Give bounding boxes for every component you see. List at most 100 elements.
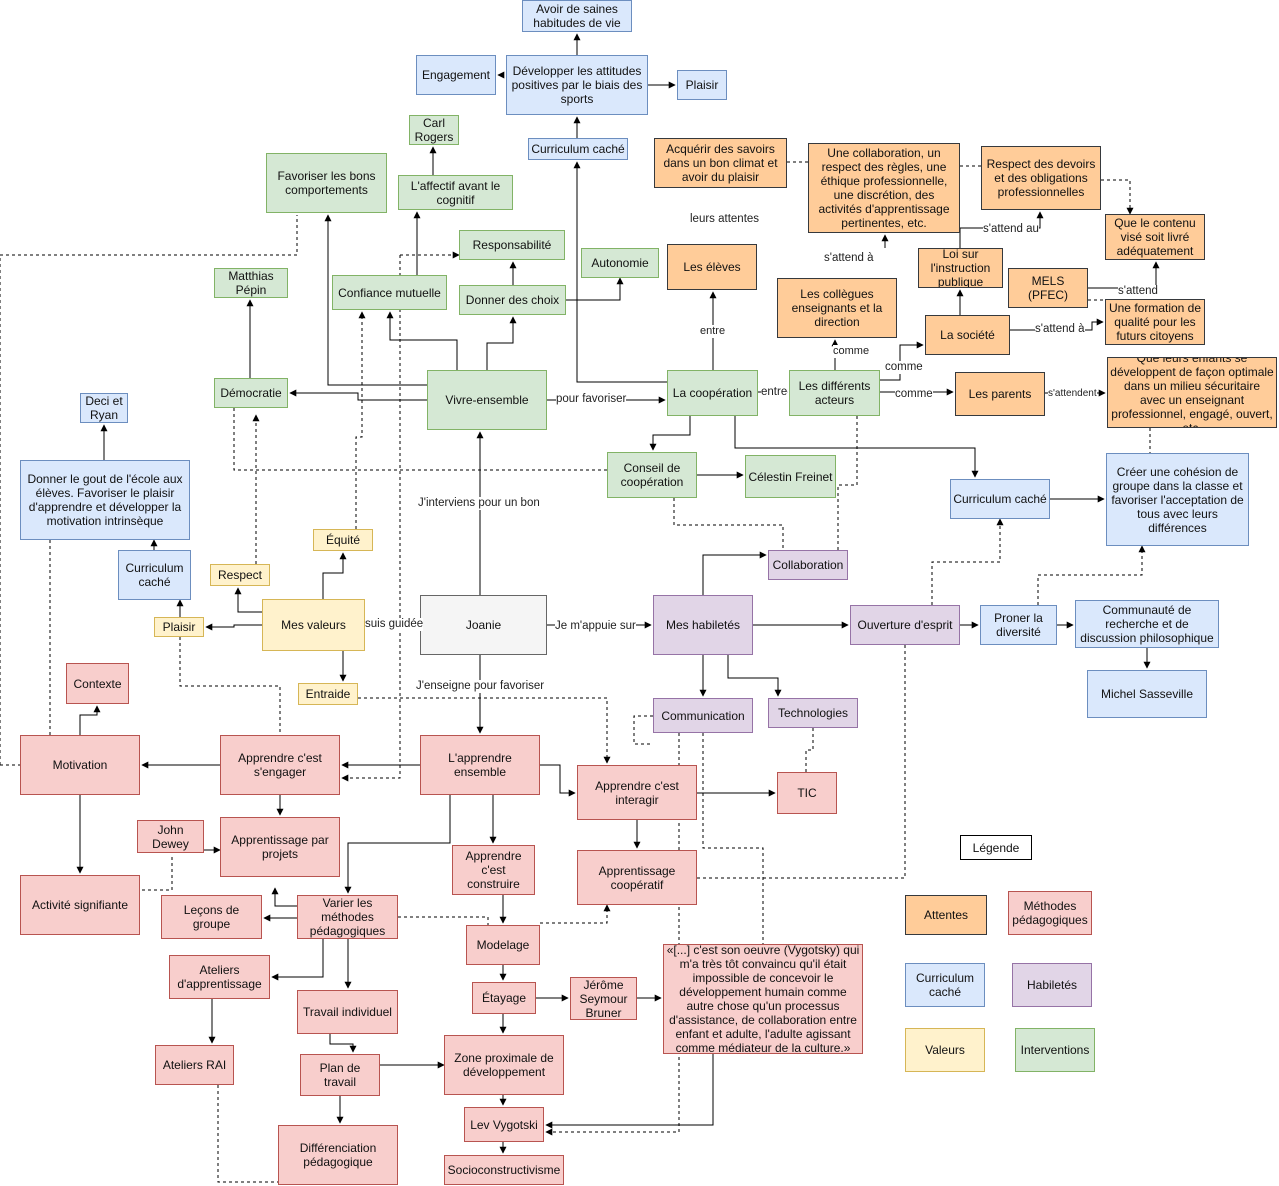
node-collaboration-respect[interactable]: Une collaboration, un respect des règles… [808, 143, 960, 233]
node-la-societe[interactable]: La société [925, 315, 1010, 355]
node-collegues[interactable]: Les collègues enseignants et la directio… [777, 278, 897, 338]
node-lev-vygotski[interactable]: Lev Vygotski [464, 1107, 544, 1142]
node-mels[interactable]: MELS (PFEC) [1008, 268, 1088, 308]
node-etayage[interactable]: Étayage [472, 982, 536, 1014]
connector-31 [566, 277, 624, 301]
connector-46 [727, 655, 782, 697]
node-curriculum-cache-right[interactable]: Curriculum caché [950, 479, 1050, 519]
label-entre-up: entre [700, 325, 726, 338]
node-plaisir-top[interactable]: Plaisir [677, 70, 727, 100]
node-collaboration[interactable]: Collaboration [768, 550, 848, 580]
node-jerome-bruner[interactable]: Jérôme Seymour Bruner [570, 977, 637, 1020]
node-proner-diversite[interactable]: Proner la diversité [980, 605, 1057, 645]
dashed-connector-8 [233, 408, 607, 471]
node-autonomie[interactable]: Autonomie [581, 248, 659, 278]
node-democratie[interactable]: Démocratie [214, 378, 288, 408]
node-les-eleves[interactable]: Les élèves [667, 244, 757, 290]
node-communaute-recherche[interactable]: Communauté de recherche et de discussion… [1075, 600, 1219, 648]
node-lecons-groupe[interactable]: Leçons de groupe [161, 895, 262, 939]
connector-52 [79, 705, 101, 735]
node-apprentissage-cooperatif[interactable]: Apprentissage coopératif [577, 850, 697, 905]
node-ateliers-rai[interactable]: Ateliers RAI [155, 1045, 234, 1085]
node-equite[interactable]: Équité [313, 529, 373, 551]
node-loi-instruction[interactable]: Loi sur l'instruction publique [918, 248, 1003, 288]
node-activite-signifiante[interactable]: Activité signifiante [20, 875, 140, 935]
connector-40 [205, 623, 262, 631]
node-joanie[interactable]: Joanie [420, 595, 547, 655]
node-contexte[interactable]: Contexte [66, 663, 129, 704]
node-communication[interactable]: Communication [653, 698, 753, 733]
dashed-connector-7 [355, 311, 366, 529]
connector-28 [386, 311, 458, 370]
node-cohesion-groupe[interactable]: Créer une cohésion de groupe dans la cla… [1106, 453, 1249, 546]
node-plan-travail[interactable]: Plan de travail [300, 1054, 380, 1096]
legend-habiletes: Habiletés [1012, 963, 1092, 1007]
node-respect-devoirs[interactable]: Respect des devoirs et des obligations p… [981, 146, 1101, 210]
node-technologies[interactable]: Technologies [768, 698, 858, 728]
node-entraide[interactable]: Entraide [298, 683, 358, 705]
node-confiance-mutuelle[interactable]: Confiance mutuelle [332, 275, 447, 310]
node-vivre-ensemble[interactable]: Vivre-ensemble [427, 370, 547, 430]
node-ouverture-esprit[interactable]: Ouverture d'esprit [850, 605, 960, 645]
connector-23 [573, 161, 667, 383]
node-enfants-developpent[interactable]: Que leurs enfants se développent de faço… [1107, 357, 1277, 428]
connector-33 [289, 389, 427, 401]
node-plaisir-left[interactable]: Plaisir [154, 617, 204, 637]
node-apprendre-construire[interactable]: Apprendre c'est construire [452, 845, 535, 895]
node-matthias-pepin[interactable]: Matthias Pépin [214, 268, 288, 298]
node-les-parents[interactable]: Les parents [955, 372, 1045, 416]
connector-57 [271, 887, 297, 907]
node-modelage[interactable]: Modelage [466, 925, 540, 965]
node-ateliers-apprentissage[interactable]: Ateliers d'apprentissage [169, 955, 270, 999]
legend-title: Légende [960, 835, 1032, 860]
node-apprendre-engager[interactable]: Apprendre c'est s'engager [220, 735, 340, 795]
node-formation-qualite[interactable]: Une formation de qualité pour les futurs… [1105, 299, 1205, 345]
node-developper-attitudes[interactable]: Développer les attitudes positives par l… [506, 55, 648, 115]
node-donner-choix[interactable]: Donner des choix [459, 285, 566, 315]
label-sattend: s'attend [1118, 285, 1158, 298]
node-differenciation[interactable]: Différenciation pédagogique [278, 1125, 398, 1185]
node-mes-valeurs[interactable]: Mes valeurs [262, 599, 365, 651]
connector-72 [545, 1054, 714, 1129]
node-quote-bruner[interactable]: «[...] c'est son oeuvre (Vygotsky) qui m… [663, 944, 863, 1054]
node-conseil-cooperation[interactable]: Conseil de coopération [607, 452, 697, 498]
node-deci-ryan[interactable]: Deci et Ryan [80, 393, 128, 423]
node-donner-gout[interactable]: Donner le gout de l'école aux élèves. Fa… [20, 460, 190, 540]
node-socioconstructivisme[interactable]: Socioconstructivisme [444, 1155, 564, 1185]
node-affectif[interactable]: L'affectif avant le cognitif [398, 175, 513, 210]
node-respect[interactable]: Respect [210, 564, 270, 586]
dashed-connector-20 [1101, 179, 1134, 215]
node-responsabilite[interactable]: Responsabilité [459, 230, 565, 260]
legend-valeurs: Valeurs [905, 1028, 985, 1072]
node-varier-methodes[interactable]: Varier les méthodes pédagogiques [297, 895, 398, 939]
connector-67 [329, 1034, 357, 1053]
node-john-dewey[interactable]: John Dewey [137, 820, 204, 853]
node-engagement[interactable]: Engagement [416, 55, 496, 95]
node-avoir-saines-habitudes[interactable]: Avoir de saines habitudes de vie [522, 0, 632, 32]
node-travail-individuel[interactable]: Travail individuel [297, 990, 398, 1034]
node-apprendre-ensemble[interactable]: L'apprendre ensemble [420, 735, 540, 795]
connector-32 [324, 214, 427, 386]
label-pour-favoriser: pour favoriser [556, 393, 627, 406]
node-favoriser-comportements[interactable]: Favoriser les bons comportements [266, 153, 387, 213]
node-curriculum-cache-top[interactable]: Curriculum caché [528, 138, 628, 160]
node-apprendre-interagir[interactable]: Apprendre c'est interagir [577, 765, 697, 820]
node-michel-sasseville[interactable]: Michel Sasseville [1087, 670, 1207, 718]
node-apprentissage-projets[interactable]: Apprentissage par projets [220, 817, 340, 877]
node-tic[interactable]: TIC [777, 772, 837, 814]
label-sattendent: s'attendent [1048, 387, 1097, 400]
label-comme-3: comme [895, 388, 933, 401]
node-zone-proximale[interactable]: Zone proximale de développement [444, 1035, 564, 1095]
node-differents-acteurs[interactable]: Les différents acteurs [789, 370, 880, 416]
node-mes-habiletes[interactable]: Mes habiletés [653, 595, 753, 655]
node-celestin-freinet[interactable]: Célestin Freinet [745, 455, 836, 498]
dashed-connector-4 [142, 855, 173, 891]
node-acquerir-savoirs[interactable]: Acquérir des savoirs dans un bon climat … [654, 138, 787, 188]
legend-attentes: Attentes [905, 895, 987, 935]
node-curriculum-cache-left[interactable]: Curriculum caché [118, 550, 191, 600]
node-carl-rogers[interactable]: Carl Rogers [409, 115, 459, 145]
dashed-connector-17 [1037, 545, 1146, 605]
node-la-cooperation[interactable]: La coopération [667, 370, 758, 416]
node-motivation[interactable]: Motivation [20, 735, 140, 795]
node-contenu-livre[interactable]: Que le contenu visé soit livré adéquatem… [1105, 214, 1205, 260]
